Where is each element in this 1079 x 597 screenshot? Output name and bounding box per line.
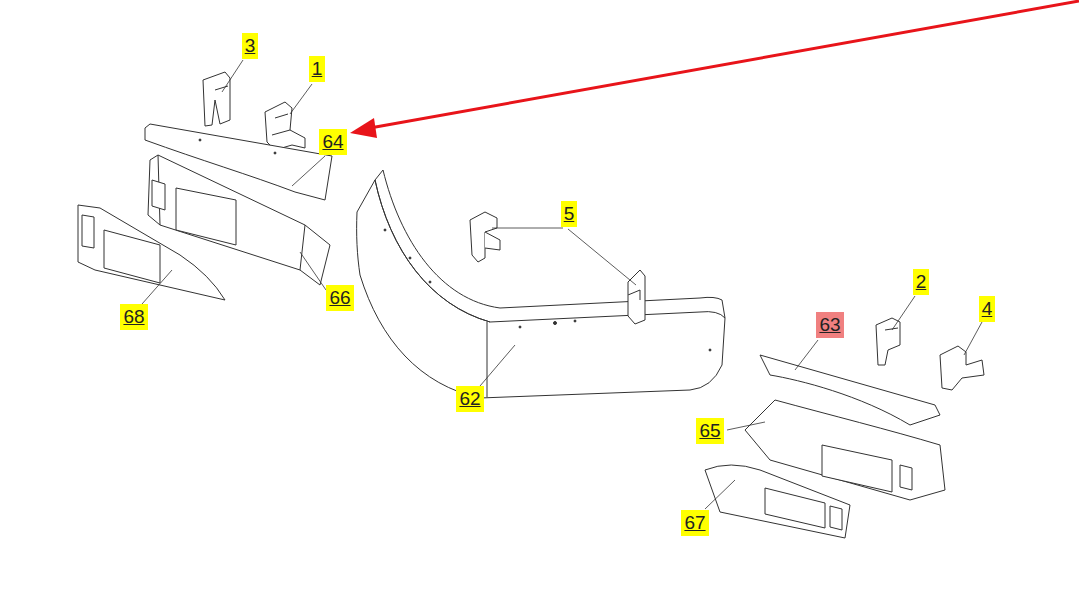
- callout-number: 62: [456, 386, 483, 412]
- callout-number: 4: [979, 296, 996, 322]
- bracket: [876, 318, 900, 365]
- leader-lines: [142, 60, 982, 509]
- callout-number: 63: [816, 312, 843, 338]
- callout-number: 68: [120, 304, 147, 330]
- callout-number: 65: [696, 418, 723, 444]
- bumper: [357, 170, 725, 398]
- bracket: [940, 346, 984, 390]
- panel: [705, 465, 850, 538]
- bracket: [203, 72, 230, 126]
- callout-number: 66: [326, 285, 353, 311]
- bracket: [470, 212, 645, 324]
- pointer-arrow: [350, 1, 1079, 138]
- callout-number: 5: [561, 201, 578, 227]
- callout-number: 1: [309, 56, 326, 82]
- callout-number: 64: [319, 129, 346, 155]
- callout-number: 2: [913, 269, 930, 295]
- bracket: [265, 102, 305, 150]
- callout-number: 3: [242, 33, 259, 59]
- panel: [78, 205, 225, 300]
- callout-number: 67: [681, 510, 708, 536]
